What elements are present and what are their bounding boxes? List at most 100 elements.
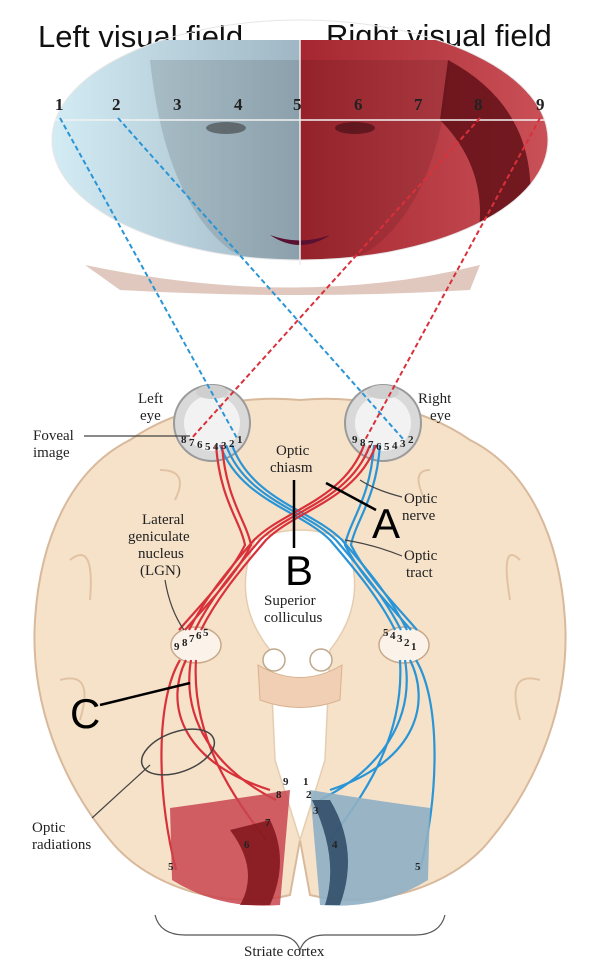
optic-chiasm-label: Optic chiasm [270,443,313,476]
field-number-1: 1 [55,95,64,114]
field-number-row: 1 2 3 4 5 6 7 8 9 [55,95,545,114]
right-eye-digit: 5 [384,441,390,453]
right-lgn-digit: 4 [390,630,396,642]
nerve-label-line2: nerve [402,508,436,524]
left-cortex-digit: 5 [168,861,174,873]
left-eye-digit: 6 [197,439,203,451]
callout-c-line [99,681,191,707]
left-eye-label: Left eye [138,391,164,424]
callout-c: C [70,681,191,737]
left-cortex-digit: 6 [244,839,250,851]
field-number-3: 3 [173,95,182,114]
right-eye-label: Right eye [418,391,452,424]
radiations-label-line1: Optic [32,820,66,836]
lgn-label-line3: nucleus [138,546,184,562]
left-eye-digits: 8 7 6 5 4 3 2 1 [181,434,243,453]
tract-label-line2: tract [406,565,433,581]
face-visual-field [51,19,549,295]
left-eye-label-line1: Left [138,391,164,407]
optic-tract-label: Optic tract [344,539,438,581]
right-lgn-digit: 5 [383,627,389,639]
right-eye-digit: 6 [376,441,382,453]
left-eye-digit: 8 [181,434,187,446]
callout-b-letter: B [285,547,313,594]
left-lgn-digit: 9 [174,641,180,653]
right-cortex-digit: 4 [332,839,338,851]
right-cortex-digit: 5 [415,861,421,873]
right-cortex-digits: 1 2 3 4 5 [303,776,421,873]
right-eye-digit: 4 [392,440,398,452]
right-eye-digit: 8 [360,437,366,449]
field-number-9: 9 [536,95,545,114]
left-lgn-digits: 9 8 7 6 5 [174,627,209,653]
right-eye-digit: 2 [408,434,414,446]
left-eye-digit: 5 [205,441,211,453]
foveal-image-label: Foveal image [33,428,190,461]
left-cortex-digit: 7 [265,817,271,829]
right-eye-digit: 3 [400,438,406,450]
projection-8 [189,117,481,441]
left-eye-digit: 1 [237,434,243,446]
lgn-label-line2: geniculate [128,529,190,545]
callout-c-letter: C [70,690,100,737]
nerve-leader-line [359,479,403,498]
striate-cortex-label: Striate cortex [154,914,446,960]
foveal-label-line1: Foveal [33,428,74,444]
right-lgn-digit: 3 [397,633,403,645]
tract-label-line1: Optic [404,548,438,564]
radiations-label-line2: radiations [32,837,91,853]
left-lgn-digit: 6 [196,630,202,642]
sc-label-line2: colliculus [264,610,322,626]
left-eye-digit: 2 [229,438,235,450]
field-number-5: 5 [293,95,302,114]
left-eye [173,384,251,462]
tract-leader-line [344,539,403,557]
right-lgn-digit: 2 [404,637,410,649]
field-number-4: 4 [234,95,243,114]
nerve-label-line1: Optic [404,491,438,507]
projection-1 [59,117,239,441]
projection-lines [59,117,541,441]
chiasm-label-line2: chiasm [270,460,313,476]
radiations-leader-line [91,764,151,819]
right-cortex-digit: 2 [306,789,312,801]
striate-cortex-text: Striate cortex [244,944,325,960]
left-cortex-digit: 8 [276,789,282,801]
right-eye-lid [335,122,375,134]
left-eye-digit: 3 [221,440,227,452]
field-number-6: 6 [354,95,363,114]
field-number-2: 2 [112,95,121,114]
right-lgn [378,626,430,664]
right-eye [344,384,422,462]
optic-radiations-ring [140,728,216,776]
left-eye-lid [206,122,246,134]
right-eye-digit: 9 [352,434,358,446]
left-cortex-digits: 9 8 7 6 5 [168,776,289,873]
superior-colliculus-label: Superior colliculus [264,593,322,626]
right-lgn-digit: 1 [411,641,417,653]
left-superior-colliculus [262,648,286,672]
lgn-label-line1: Lateral [142,512,184,528]
right-cortex-digit: 1 [303,776,309,788]
lgn-leader-line [164,579,185,631]
chiasm-label-line1: Optic [276,443,310,459]
right-superior-colliculus [309,648,333,672]
right-eye-label-line2: eye [430,408,451,424]
right-cortex-digit: 3 [313,805,319,817]
callout-a: A [325,481,400,547]
left-lgn-digit: 7 [189,633,195,645]
lgn-label-line4: (LGN) [140,563,181,579]
right-eye-digit: 7 [368,439,374,451]
right-lgn-digits: 5 4 3 2 1 [383,627,417,653]
projection-9 [364,117,541,441]
field-number-8: 8 [474,95,483,114]
left-eye-digit: 7 [189,437,195,449]
callout-a-letter: A [372,500,400,547]
left-lgn-digit: 8 [182,637,188,649]
field-number-7: 7 [414,95,423,114]
left-lgn-digit: 5 [203,627,209,639]
optic-radiations-label: Optic radiations [32,764,151,853]
callout-a-line [325,481,377,512]
